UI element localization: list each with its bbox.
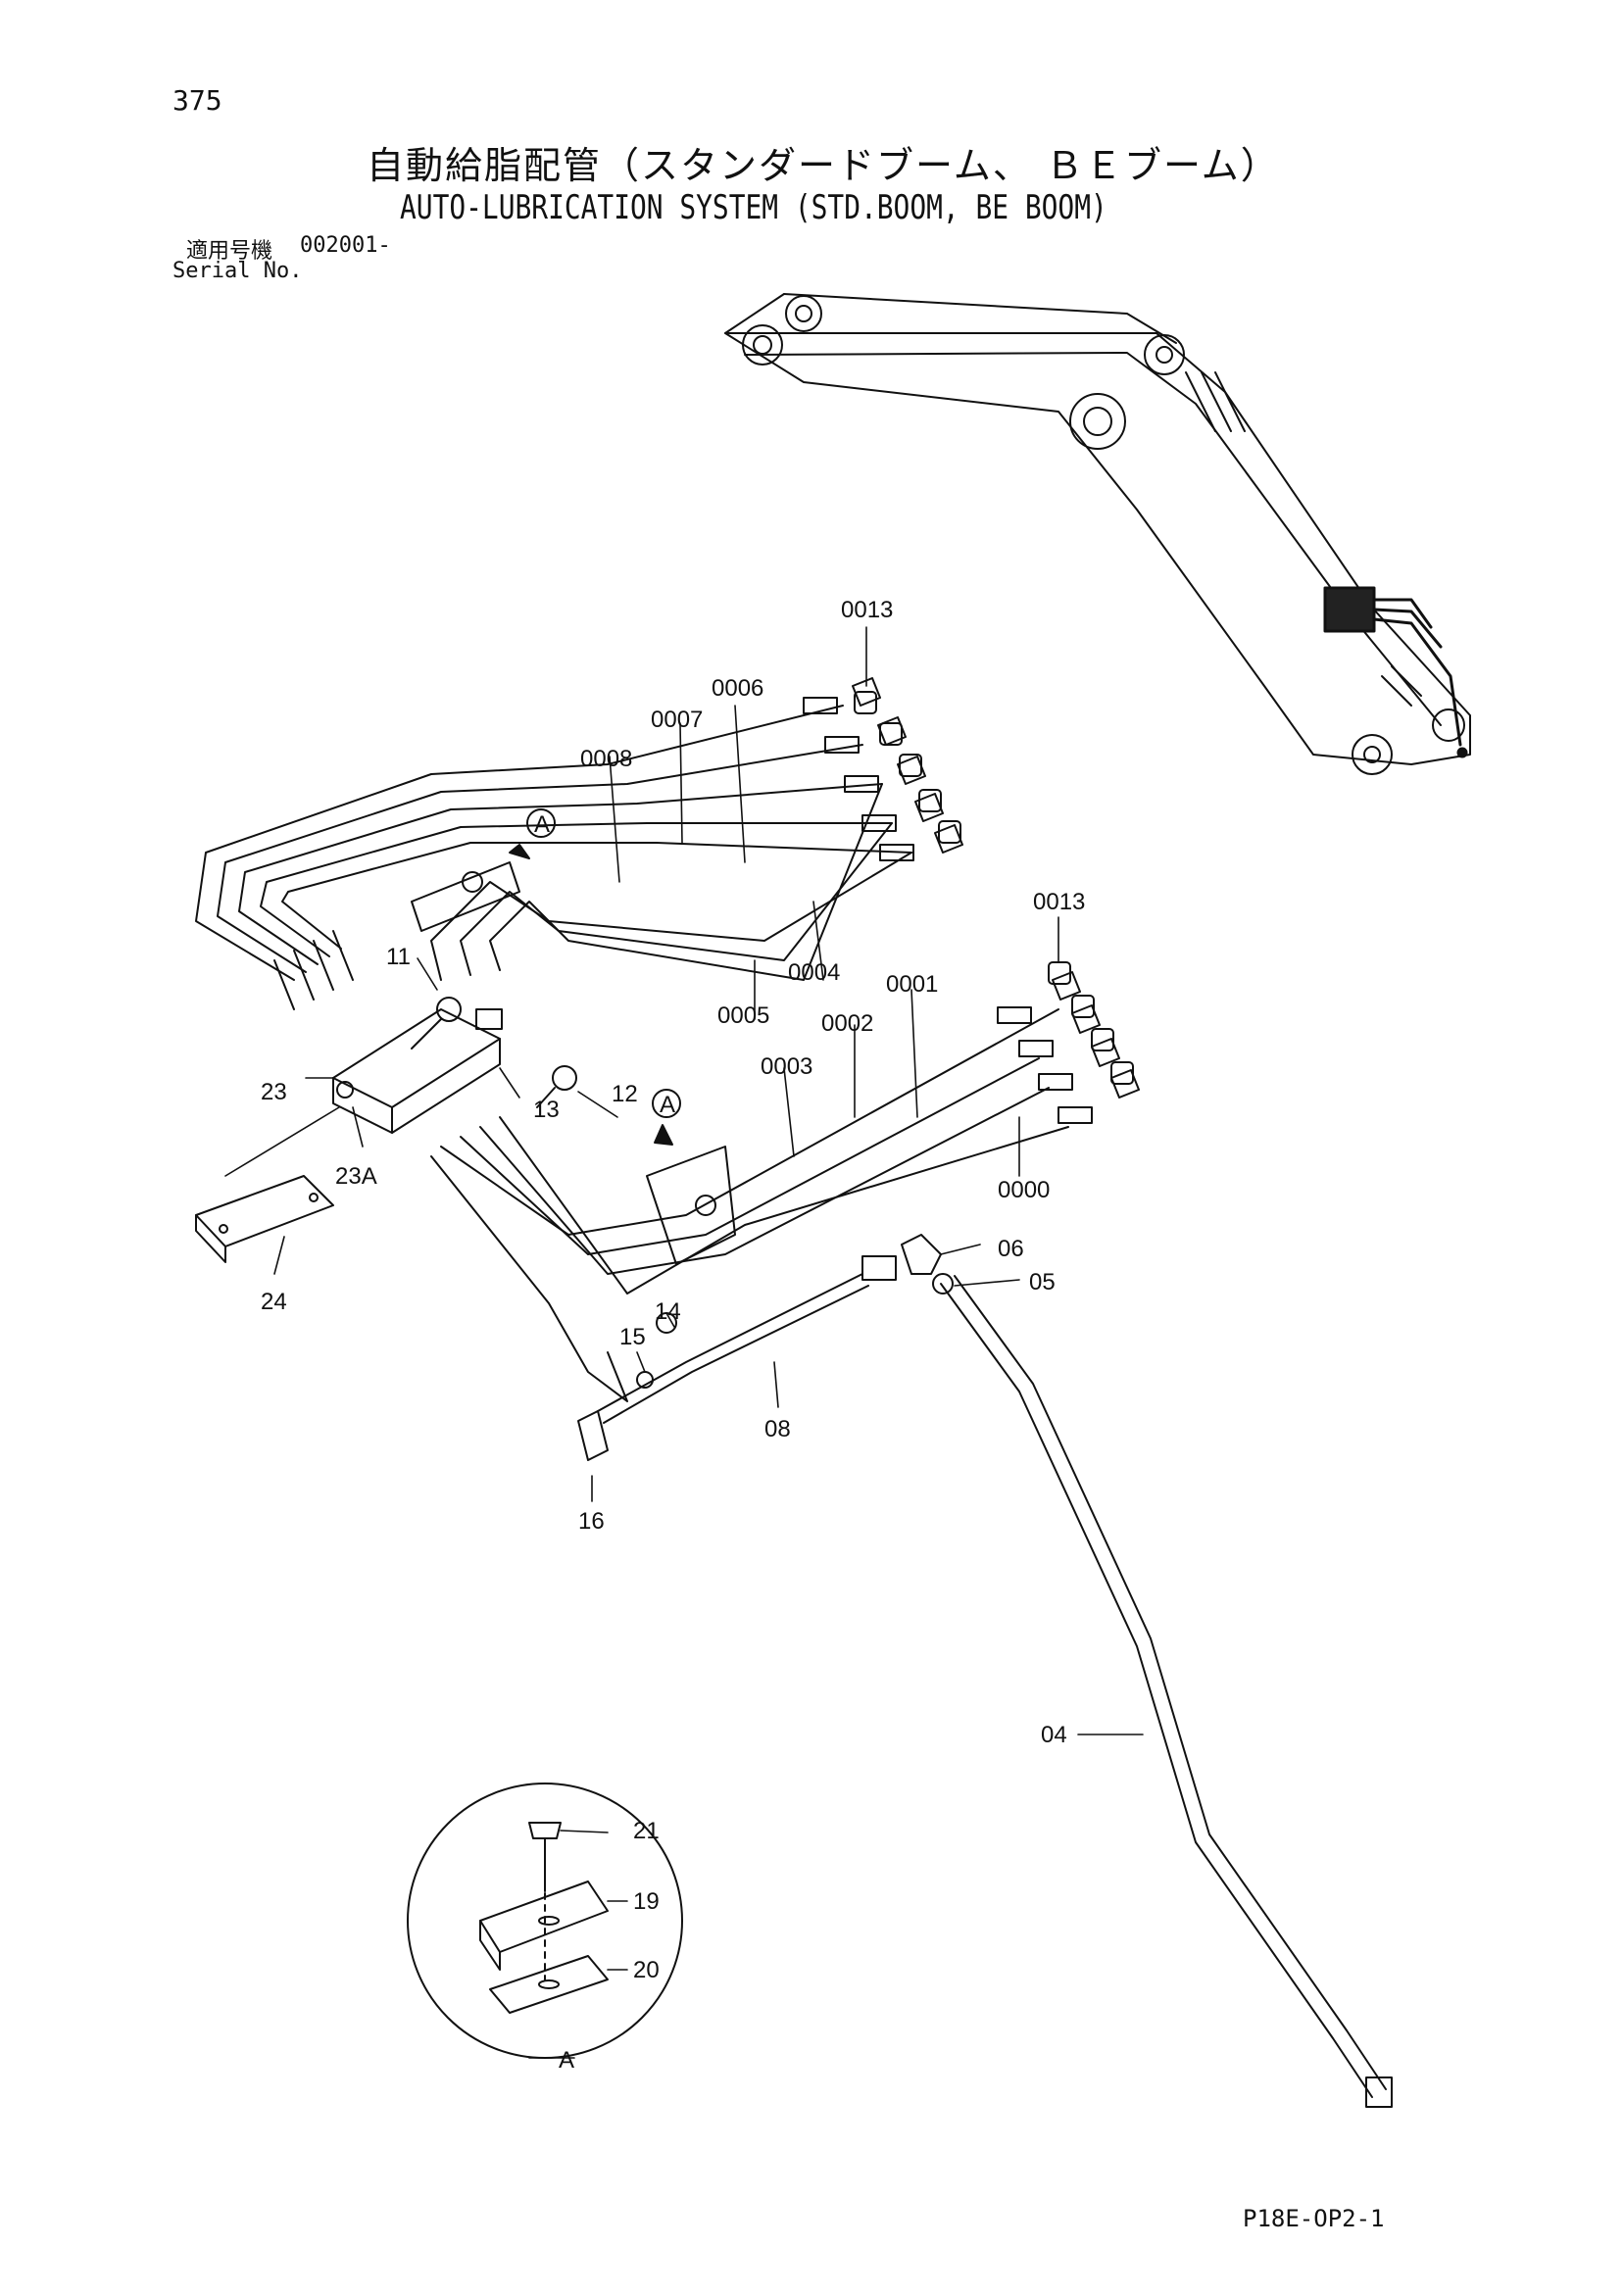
hose-08: [577, 1255, 897, 1461]
callout-0013-upper: 0013: [841, 597, 893, 623]
view-a-marker-lower: A: [660, 1092, 675, 1118]
callout-04: 04: [1041, 1722, 1067, 1748]
callout-0002: 0002: [821, 1010, 873, 1037]
title-japanese: 自動給脂配管（スタンダードブーム、 ＢＥブーム）: [367, 144, 1280, 187]
view-a-arrows: [509, 808, 681, 1146]
callout-20: 20: [633, 1957, 660, 1983]
hose-04: [940, 1275, 1393, 2108]
callout-0004: 0004: [788, 959, 840, 986]
page-number: 375: [172, 84, 222, 117]
bracket-plate: [195, 1175, 334, 1263]
leader-lines: [224, 626, 1144, 2059]
callout-15: 15: [619, 1324, 646, 1350]
callout-05: 05: [1029, 1269, 1056, 1295]
boom-auto-lube-unit: [1323, 586, 1468, 758]
callout-0006: 0006: [712, 675, 763, 702]
upper-clamp: [411, 861, 520, 932]
callouts: 0013 0006 0007 0008 0004 0005 0013 0001 …: [261, 597, 1085, 2074]
callout-0001: 0001: [886, 971, 938, 998]
view-a-marker-upper: A: [534, 811, 550, 838]
serial-label-japanese: 適用号機: [186, 239, 273, 264]
callout-0013-lower: 0013: [1033, 889, 1085, 915]
upper-pipe-fittings: [803, 677, 963, 861]
serial-label-english: Serial No.: [172, 259, 303, 283]
callout-08: 08: [764, 1416, 791, 1442]
callout-11: 11: [386, 944, 411, 970]
callout-19: 19: [633, 1888, 660, 1915]
distributor-block: [273, 930, 503, 1134]
callout-23: 23: [261, 1079, 287, 1105]
upper-pipe-bundle: [195, 705, 912, 981]
callout-21: 21: [633, 1818, 660, 1844]
callout-0003: 0003: [761, 1053, 812, 1080]
serial-value: 002001-: [300, 233, 391, 258]
callout-23a: 23A: [335, 1163, 377, 1190]
callout-06: 06: [998, 1236, 1024, 1262]
callout-0007: 0007: [651, 707, 703, 733]
drawing-code: P18E-OP2-1: [1243, 2205, 1385, 2232]
callout-0000: 0000: [998, 1177, 1050, 1203]
callout-0005: 0005: [717, 1002, 769, 1029]
callout-24: 24: [261, 1289, 287, 1315]
callout-14: 14: [655, 1298, 681, 1325]
callout-0008: 0008: [580, 746, 632, 772]
lower-clamp: [646, 1146, 736, 1265]
lower-pipe-fittings: [997, 971, 1140, 1124]
boom-illustration: [724, 293, 1471, 775]
callout-13: 13: [533, 1097, 560, 1123]
title-english: AUTO-LUBRICATION SYSTEM (STD.BOOM, BE BO…: [400, 188, 1107, 227]
callout-12: 12: [612, 1081, 638, 1107]
caps-lower: [1048, 961, 1134, 1085]
callout-16: 16: [578, 1508, 605, 1535]
caps-upper: [854, 691, 961, 844]
detail-a-label: A: [559, 2047, 574, 2074]
elbow-fittings: [901, 1234, 954, 1295]
lower-pipe-bundle: [430, 1008, 1069, 1402]
